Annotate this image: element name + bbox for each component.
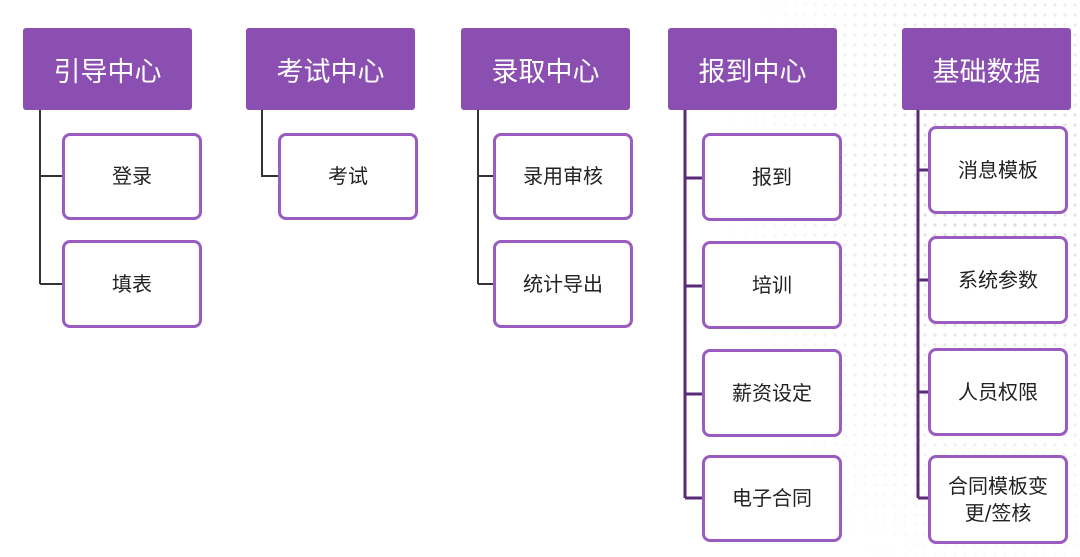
- connector-col-3: [477, 109, 495, 285]
- connector-col-4: [683, 109, 704, 500]
- node-stats-export: 统计导出: [493, 240, 633, 328]
- node-check-in: 报到: [702, 133, 842, 221]
- header-guide-center: 引导中心: [23, 28, 192, 110]
- node-salary-setting: 薪资设定: [702, 349, 842, 437]
- connector-col-5: [916, 109, 930, 500]
- node-fill-form: 填表: [62, 240, 202, 328]
- node-contract-template-change: 合同模板变更/签核: [928, 455, 1068, 544]
- node-user-permissions: 人员权限: [928, 348, 1068, 436]
- header-admission-center: 录取中心: [461, 28, 630, 110]
- node-training: 培训: [702, 241, 842, 329]
- node-e-contract: 电子合同: [702, 455, 842, 542]
- header-exam-center: 考试中心: [246, 28, 415, 110]
- node-login: 登录: [62, 133, 202, 220]
- connector-col-1: [39, 109, 64, 285]
- node-message-template: 消息模板: [928, 126, 1068, 214]
- connector-col-2: [261, 109, 280, 177]
- node-system-params: 系统参数: [928, 236, 1068, 324]
- node-hiring-review: 录用审核: [493, 133, 633, 220]
- node-exam: 考试: [278, 133, 418, 220]
- header-onboarding-center: 报到中心: [668, 28, 837, 110]
- header-base-data: 基础数据: [902, 28, 1071, 110]
